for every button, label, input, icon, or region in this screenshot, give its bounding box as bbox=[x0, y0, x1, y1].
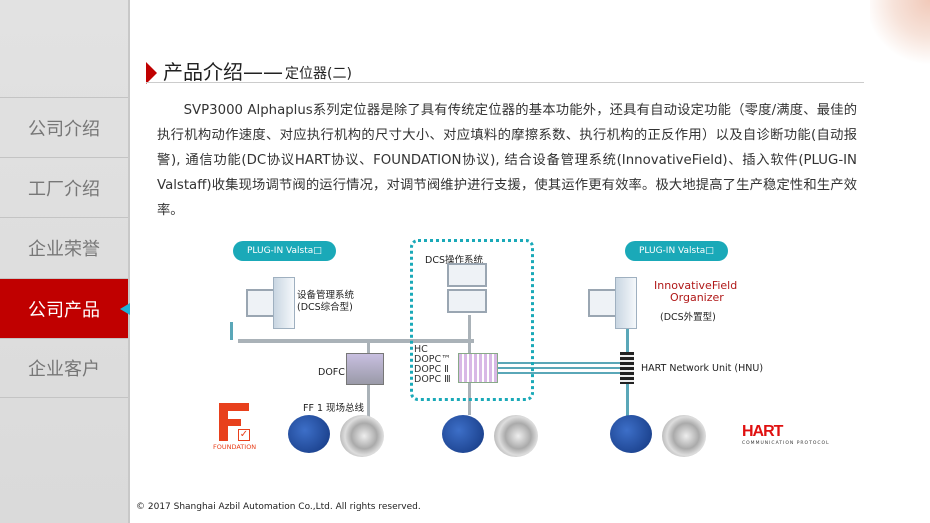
sidebar-item-label: 公司介绍 bbox=[28, 118, 100, 140]
hart-logo-text: HART bbox=[742, 423, 783, 440]
label-ifo: InnovativeField bbox=[654, 279, 738, 292]
sidebar-item-label: 公司产品 bbox=[28, 299, 100, 321]
sidebar-item-customers[interactable]: 企业客户 bbox=[0, 338, 128, 398]
plugin-bubble-left: PLUG-IN Valsta□ bbox=[233, 241, 336, 261]
dcs-monitor-icon bbox=[447, 263, 487, 287]
hart-link bbox=[496, 372, 622, 374]
foundation-logo: ✓ FOUNDATION bbox=[213, 403, 256, 451]
dcs-boundary bbox=[410, 239, 534, 401]
label-dcs: DCS操作系统 bbox=[425, 255, 483, 266]
label-ff: FF 1 现场总线 bbox=[303, 403, 365, 414]
controller-list: HC DOPC™ DOPC Ⅱ DOPC Ⅲ bbox=[414, 345, 451, 385]
positioner-icon bbox=[442, 415, 484, 453]
active-pointer-icon bbox=[120, 303, 130, 315]
dofc-device-icon bbox=[346, 353, 384, 385]
system-diagram: PLUG-IN Valsta□ PLUG-IN Valsta□ 设备管理系统 (… bbox=[200, 235, 840, 470]
title-main: 产品介绍—— bbox=[163, 60, 283, 84]
sidebar: 公司介绍 工厂介绍 企业荣誉 公司产品 企业客户 bbox=[0, 0, 130, 523]
controller-rack-icon bbox=[458, 353, 498, 383]
controller-label: DOPC™ bbox=[414, 354, 451, 365]
sidebar-item-honors[interactable]: 企业荣誉 bbox=[0, 217, 128, 277]
hart-logo: HART COMMUNICATION PROTOCOL bbox=[742, 423, 830, 446]
title-marker-icon bbox=[146, 62, 157, 84]
hart-link bbox=[496, 367, 622, 369]
label-ifo-2: Organizer bbox=[670, 291, 724, 304]
hnu-device-icon bbox=[620, 352, 634, 384]
controller-label: HC bbox=[414, 344, 428, 355]
title-divider bbox=[146, 82, 864, 83]
plugin-bubble-right: PLUG-IN Valsta□ bbox=[625, 241, 728, 261]
computer-tower-icon bbox=[615, 277, 637, 329]
product-description: SVP3000 Alphaplus系列定位器是除了具有传统定位器的基本功能外，还… bbox=[157, 103, 857, 218]
foundation-logo-text: FOUNDATION bbox=[213, 443, 257, 451]
valve-icon bbox=[662, 415, 706, 457]
corner-decoration bbox=[870, 0, 930, 70]
link-line bbox=[230, 322, 233, 340]
hart-logo-subtext: COMMUNICATION PROTOCOL bbox=[742, 441, 830, 446]
positioner-icon bbox=[610, 415, 652, 453]
valve-icon bbox=[494, 415, 538, 457]
label-dofc: DOFC bbox=[318, 367, 345, 378]
copyright-footer: © 2017 Shanghai Azbil Automation Co.,Ltd… bbox=[136, 502, 421, 512]
label-hnu: HART Network Unit (HNU) bbox=[641, 363, 764, 374]
positioner-icon bbox=[288, 415, 330, 453]
hart-link bbox=[496, 362, 622, 364]
network-bus bbox=[238, 339, 474, 343]
computer-tower-icon bbox=[273, 277, 295, 329]
sidebar-item-company-intro[interactable]: 公司介绍 bbox=[0, 97, 128, 157]
controller-label: DOPC Ⅲ bbox=[414, 374, 451, 385]
sidebar-item-label: 工厂介绍 bbox=[28, 178, 100, 200]
page-title: 产品介绍—— 定位器(二) bbox=[146, 56, 352, 85]
sidebar-item-label: 企业客户 bbox=[28, 359, 100, 380]
label-right-type: (DCS外置型) bbox=[660, 312, 716, 323]
label-left-system: 设备管理系统 bbox=[297, 290, 355, 301]
controller-label: DOPC Ⅱ bbox=[414, 364, 449, 375]
sidebar-item-products[interactable]: 公司产品 bbox=[0, 278, 130, 338]
sidebar-item-factory-intro[interactable]: 工厂介绍 bbox=[0, 157, 128, 217]
valve-icon bbox=[340, 415, 384, 457]
sidebar-item-label: 企业荣誉 bbox=[28, 238, 100, 260]
title-sub: 定位器(二) bbox=[285, 66, 352, 82]
label-left-type: (DCS综合型) bbox=[297, 302, 353, 313]
dcs-monitor-icon bbox=[447, 289, 487, 313]
